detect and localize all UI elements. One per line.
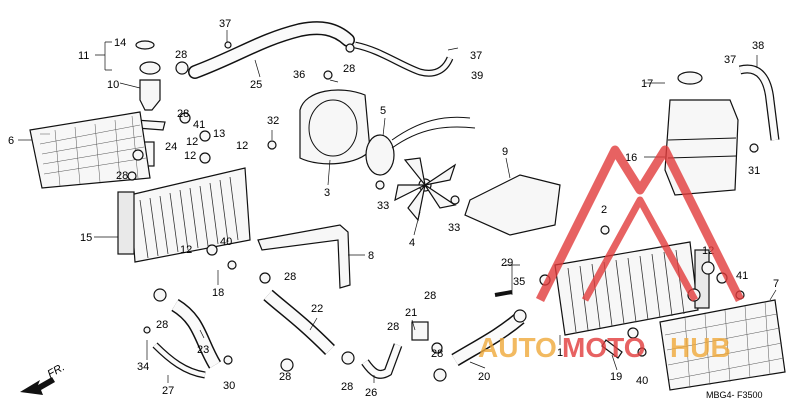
callout-28k: 28 [431, 348, 443, 360]
watermark-text-part1: AUTO [478, 332, 557, 363]
cooling-fan [394, 157, 457, 222]
callout-6: 6 [8, 135, 14, 147]
callout-14: 14 [114, 37, 126, 49]
callout-12c: 12 [236, 140, 248, 152]
callout-2: 2 [601, 204, 607, 216]
upper-hose [188, 21, 355, 79]
callout-28d: 28 [343, 63, 355, 75]
diagram-code: MBG4- F3500 [706, 390, 763, 400]
left-radiator-screen [29, 111, 151, 189]
callout-11: 11 [78, 50, 89, 62]
radiator-stay [257, 224, 351, 289]
callout-20: 20 [478, 371, 490, 383]
callout-37b: 37 [470, 50, 482, 62]
callout-28b: 28 [177, 108, 189, 120]
callout-34: 34 [137, 361, 149, 373]
callout-28: 28 [175, 49, 187, 61]
callout-8: 8 [368, 250, 374, 262]
callout-28i: 28 [387, 321, 399, 333]
callout-28c: 28 [116, 170, 128, 182]
callout-3: 3 [324, 187, 330, 199]
callout-37: 37 [219, 18, 231, 30]
callout-19: 19 [610, 371, 622, 383]
callout-25: 25 [250, 79, 262, 91]
callout-22: 22 [311, 303, 323, 315]
callout-33b: 33 [448, 222, 460, 234]
callout-9: 9 [502, 146, 508, 158]
callout-17: 17 [641, 78, 653, 90]
callout-13: 13 [213, 128, 225, 140]
callout-40b: 40 [636, 375, 648, 387]
callout-15: 15 [80, 232, 92, 244]
left-radiator [117, 167, 251, 263]
callout-21: 21 [405, 307, 417, 319]
lower-hoses [152, 289, 525, 379]
callout-labels: 1 2 3 4 5 6 7 8 9 10 11 12 13 14 15 16 1… [8, 18, 779, 399]
callout-39: 39 [471, 70, 483, 82]
callout-10: 10 [107, 79, 119, 91]
callout-41b: 41 [736, 270, 748, 282]
callout-41: 41 [193, 119, 205, 131]
callout-7: 7 [773, 278, 779, 290]
callout-40: 40 [220, 236, 232, 248]
callout-18: 18 [212, 287, 224, 299]
callout-26: 26 [365, 387, 377, 399]
callout-31: 31 [748, 165, 760, 177]
callout-37c: 37 [724, 54, 736, 66]
fan-shroud [299, 89, 371, 165]
callout-5: 5 [380, 105, 386, 117]
front-direction-arrow: FR. [20, 361, 67, 395]
leader-lines [18, 30, 777, 383]
watermark-text-part3: HUB [670, 332, 731, 363]
callout-16: 16 [625, 152, 637, 164]
callout-12: 12 [186, 136, 198, 148]
right-radiator-screen [659, 299, 786, 391]
callout-12b: 12 [184, 150, 196, 162]
callout-28f: 28 [156, 319, 168, 331]
callout-28j: 28 [424, 290, 436, 302]
watermark-text-part2: MOTO [562, 332, 645, 363]
air-guide [464, 174, 561, 236]
fan-motor [365, 116, 476, 176]
callout-12d: 12 [180, 244, 192, 256]
callout-33: 33 [377, 200, 389, 212]
callout-28h: 28 [341, 381, 353, 393]
callout-28g: 28 [279, 371, 291, 383]
callout-35: 35 [513, 276, 525, 288]
callout-23: 23 [197, 344, 209, 356]
callout-1: 1 [557, 347, 563, 359]
callout-28e: 28 [284, 271, 296, 283]
reserve-tank [664, 64, 780, 196]
front-arrow-label: FR. [46, 361, 67, 380]
callout-38: 38 [752, 40, 764, 52]
siphon-tube [354, 41, 454, 77]
callout-30: 30 [223, 380, 235, 392]
callout-29: 29 [501, 257, 513, 269]
callout-24: 24 [165, 141, 177, 153]
watermark-logo: AUTO MOTO HUB [478, 145, 745, 363]
callout-27: 27 [162, 385, 174, 397]
callout-36: 36 [293, 69, 305, 81]
callout-4: 4 [409, 237, 415, 249]
callout-32: 32 [267, 115, 279, 127]
